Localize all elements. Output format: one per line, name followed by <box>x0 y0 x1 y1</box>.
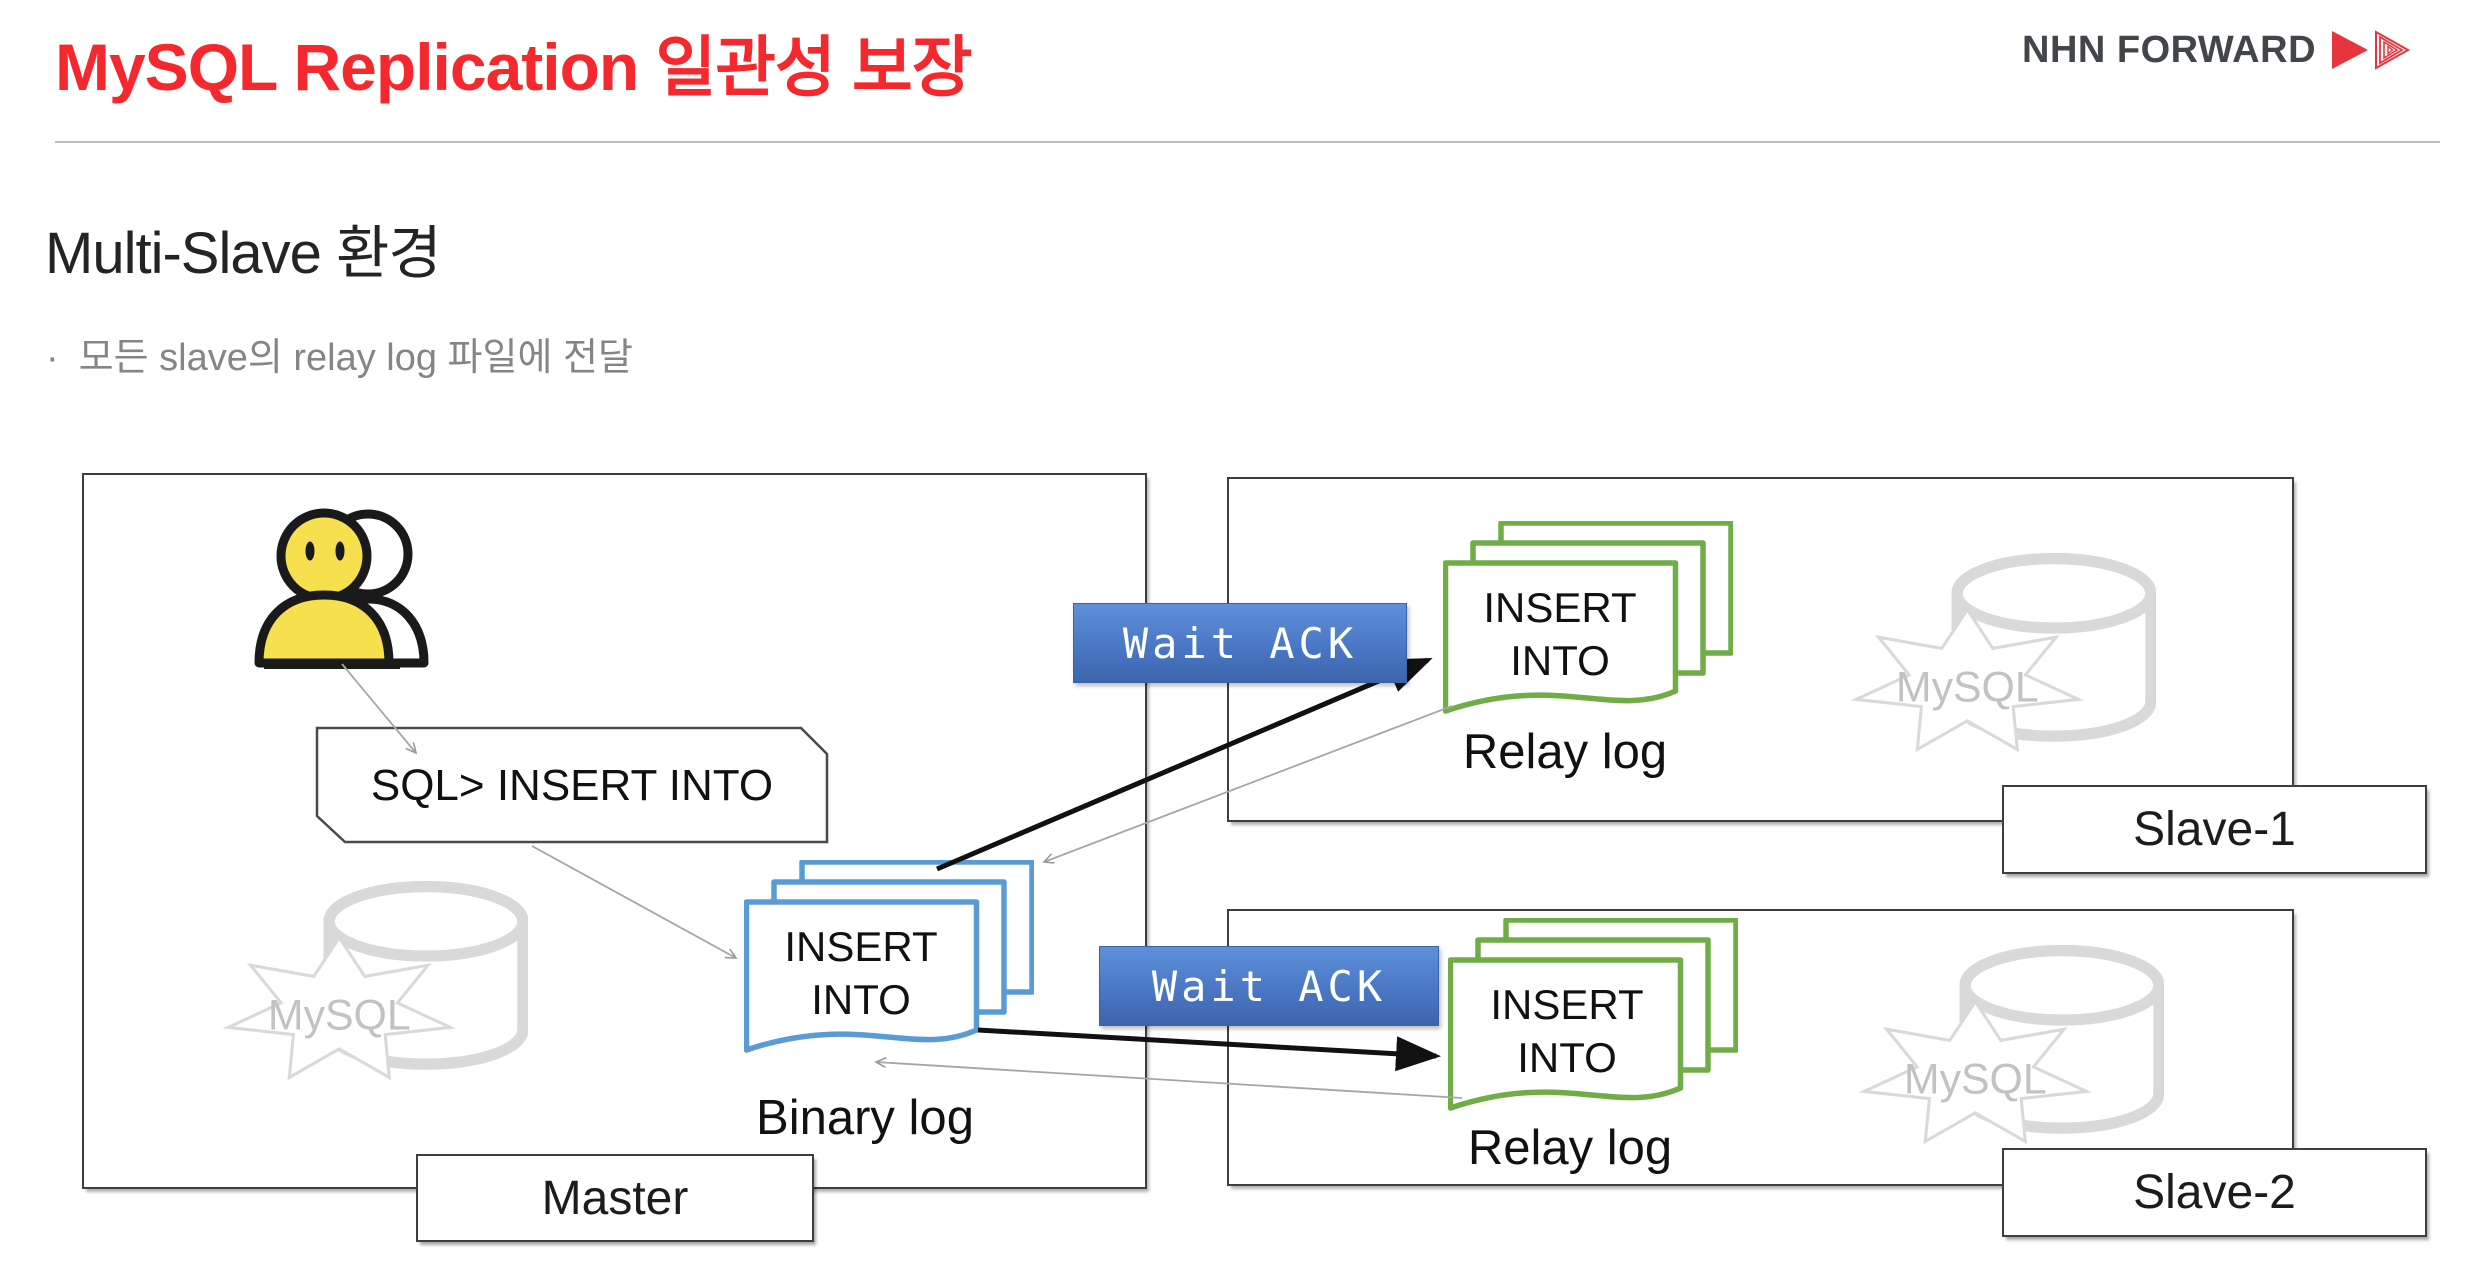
binary-log-icon <box>744 860 1034 1053</box>
slave2-label: Slave-2 <box>2002 1148 2427 1237</box>
mysql-db-icon-slave1: MySQL <box>1850 553 2156 753</box>
bullet-text: 모든 slave의 relay log 파일에 전달 <box>78 337 633 379</box>
mysql-db-text-slave2: MySQL <box>1904 1055 2047 1103</box>
sql-prompt-text: SQL> INSERT INTO <box>370 760 774 810</box>
mysql-db-icon-slave2: MySQL <box>1858 945 2164 1145</box>
mysql-db-text-slave1: MySQL <box>1896 663 2039 711</box>
bullet-item: · 모든 slave의 relay log 파일에 전달 <box>46 336 633 382</box>
callout-shape <box>315 726 829 844</box>
sql-callout: SQL> INSERT INTO <box>315 726 829 845</box>
slave1-label: Slave-1 <box>2002 785 2427 874</box>
binary-log-label: Binary log <box>756 1091 974 1145</box>
wait-ack-badge-slave1: Wait ACK <box>1073 603 1407 683</box>
relay-log-icon-slave1 <box>1443 521 1733 714</box>
brand-logo: NHN FORWARD <box>2022 28 2412 72</box>
relay-log-doc-text-slave1: INSERT INTO <box>1483 584 1637 684</box>
relay-log-icon-slave2 <box>1448 918 1738 1111</box>
fast-forward-icon <box>2332 30 2411 70</box>
header-divider <box>55 141 2440 143</box>
relay-log-doc-text-slave2: INSERT INTO <box>1490 981 1644 1081</box>
relay-log-label-slave1: Relay log <box>1462 725 1668 779</box>
mysql-db-text-master: MySQL <box>268 991 411 1039</box>
mysql-db-icon-master: MySQL <box>222 881 528 1081</box>
relay-log-label-slave2: Relay log <box>1467 1121 1673 1175</box>
binary-log-doc-text: INSERT INTO <box>784 923 938 1023</box>
page-title: MySQL Replication 일관성 보장 <box>55 30 972 104</box>
bullet-marker: · <box>46 337 59 379</box>
master-label: Master <box>416 1154 814 1242</box>
wait-ack-badge-slave2: Wait ACK <box>1099 946 1439 1026</box>
section-heading: Multi-Slave 환경 <box>45 221 442 286</box>
brand-text: NHN FORWARD <box>2022 28 2317 71</box>
user-icon <box>254 508 429 669</box>
